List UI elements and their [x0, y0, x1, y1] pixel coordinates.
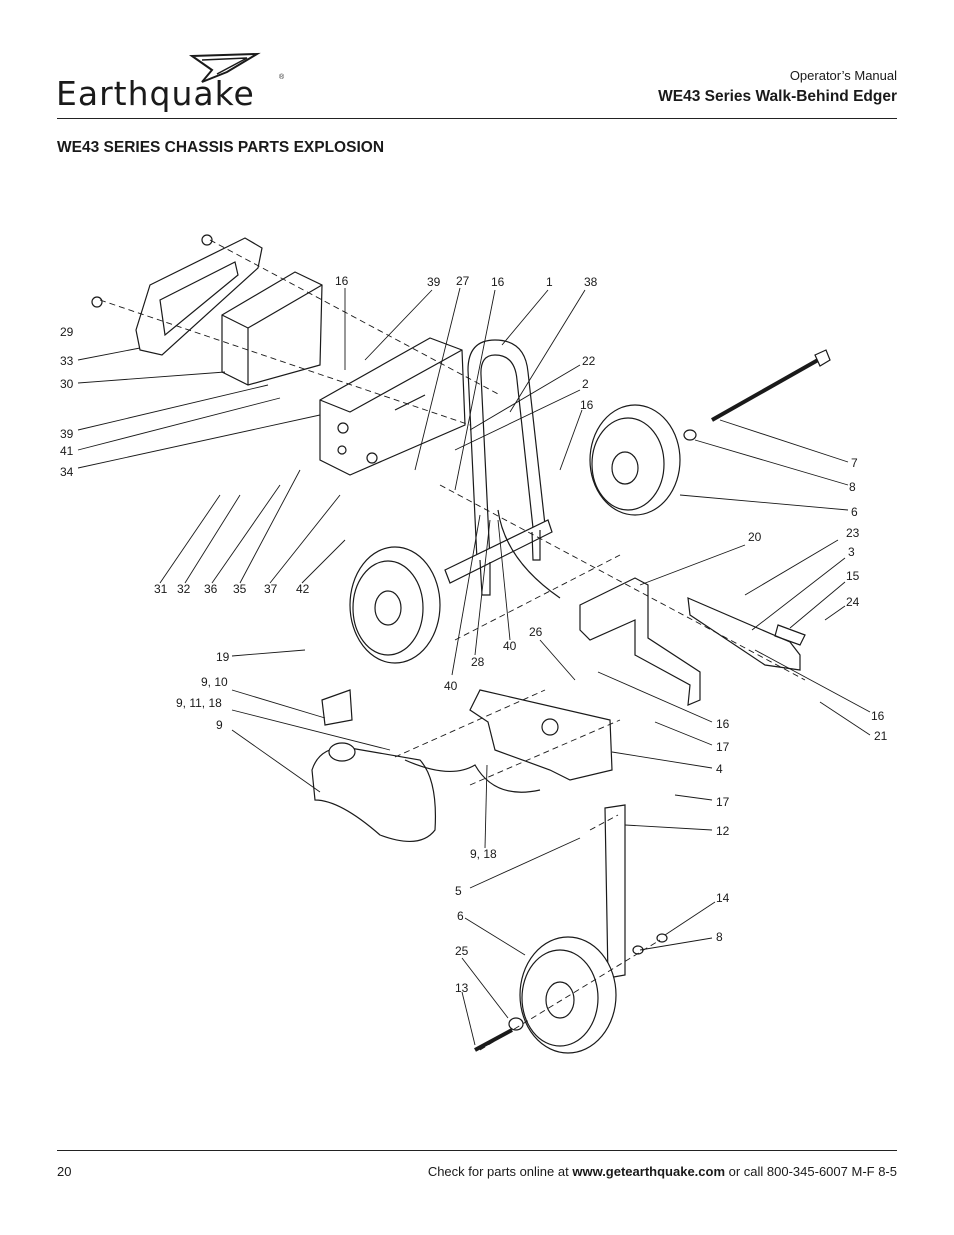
callout-label: 2: [582, 377, 589, 391]
callout-label: 7: [851, 456, 858, 470]
callout-label: 12: [716, 824, 730, 838]
callout-label: 16: [491, 275, 505, 289]
callout-label: 32: [177, 582, 191, 596]
callout-labels: 16 39 27 16 1 38 29 33 30 39 41 34 22 2 …: [60, 274, 888, 995]
footer-text-prefix: Check for parts online at: [427, 1164, 573, 1179]
callout-label: 4: [716, 762, 723, 776]
callout-label: 27: [456, 274, 470, 288]
callout-label: 34: [60, 465, 74, 479]
footer-text-suffix: or call 800-345-6007 M-F 8-5: [725, 1164, 897, 1179]
callout-label: 8: [716, 930, 723, 944]
footer-rule: [57, 1150, 897, 1151]
logo-wordmark: Earthquake: [56, 74, 255, 113]
header-rule: [57, 118, 897, 119]
callout-label: 28: [471, 655, 485, 669]
callout-label: 30: [60, 377, 74, 391]
callout-label: 24: [846, 595, 860, 609]
diagram-artwork: [77, 234, 871, 1054]
callout-label: 23: [846, 526, 860, 540]
logo-registered-mark: ®: [279, 74, 285, 81]
footer-contact: Check for parts online at www.getearthqu…: [428, 1164, 897, 1179]
callout-label: 25: [455, 944, 469, 958]
callout-label: 40: [503, 639, 517, 653]
callout-label: 5: [455, 884, 462, 898]
callout-label: 16: [580, 398, 594, 412]
callout-label: 39: [60, 427, 74, 441]
callout-label: 38: [584, 275, 598, 289]
callout-label: 40: [444, 679, 458, 693]
callout-label: 19: [216, 650, 230, 664]
callout-label: 3: [848, 545, 855, 559]
section-title: WE43 SERIES CHASSIS PARTS EXPLOSION: [57, 139, 385, 156]
callout-label: 16: [716, 717, 730, 731]
callout-label: 35: [233, 582, 247, 596]
callout-label: 16: [335, 274, 349, 288]
callout-label: 15: [846, 569, 860, 583]
callout-label: 14: [716, 891, 730, 905]
header-subtitle: Operator’s Manual: [789, 68, 897, 83]
page-number: 20: [57, 1164, 72, 1179]
callout-label: 29: [60, 325, 74, 339]
callout-label: 9, 10: [201, 675, 228, 689]
callout-label: 9: [216, 718, 223, 732]
callout-label: 16: [871, 709, 885, 723]
footer-url-link[interactable]: www.getearthquake.com: [572, 1164, 726, 1179]
callout-label: 13: [455, 981, 469, 995]
callout-label: 21: [874, 729, 888, 743]
callout-label: 36: [204, 582, 218, 596]
callout-label: 17: [716, 795, 730, 809]
callout-label: 39: [427, 275, 441, 289]
callout-label: 42: [296, 582, 310, 596]
callout-label: 1: [546, 275, 553, 289]
callout-label: 31: [154, 582, 168, 596]
callout-label: 6: [851, 505, 858, 519]
callout-label: 6: [457, 909, 464, 923]
callout-label: 37: [264, 582, 278, 596]
callout-label: 41: [60, 444, 74, 458]
callout-label: 8: [849, 480, 856, 494]
earthquake-logo: Earthquake ®: [52, 52, 292, 114]
callout-label: 20: [748, 530, 762, 544]
callout-label: 9, 18: [470, 847, 497, 861]
callout-label: 26: [529, 625, 543, 639]
header-title: WE43 Series Walk-Behind Edger: [658, 88, 897, 105]
callout-label: 9, 11, 18: [176, 696, 222, 710]
callout-label: 17: [716, 740, 730, 754]
callout-label: 22: [582, 354, 596, 368]
callout-label: 33: [60, 354, 74, 368]
logo-swoosh-icon: [188, 52, 261, 83]
